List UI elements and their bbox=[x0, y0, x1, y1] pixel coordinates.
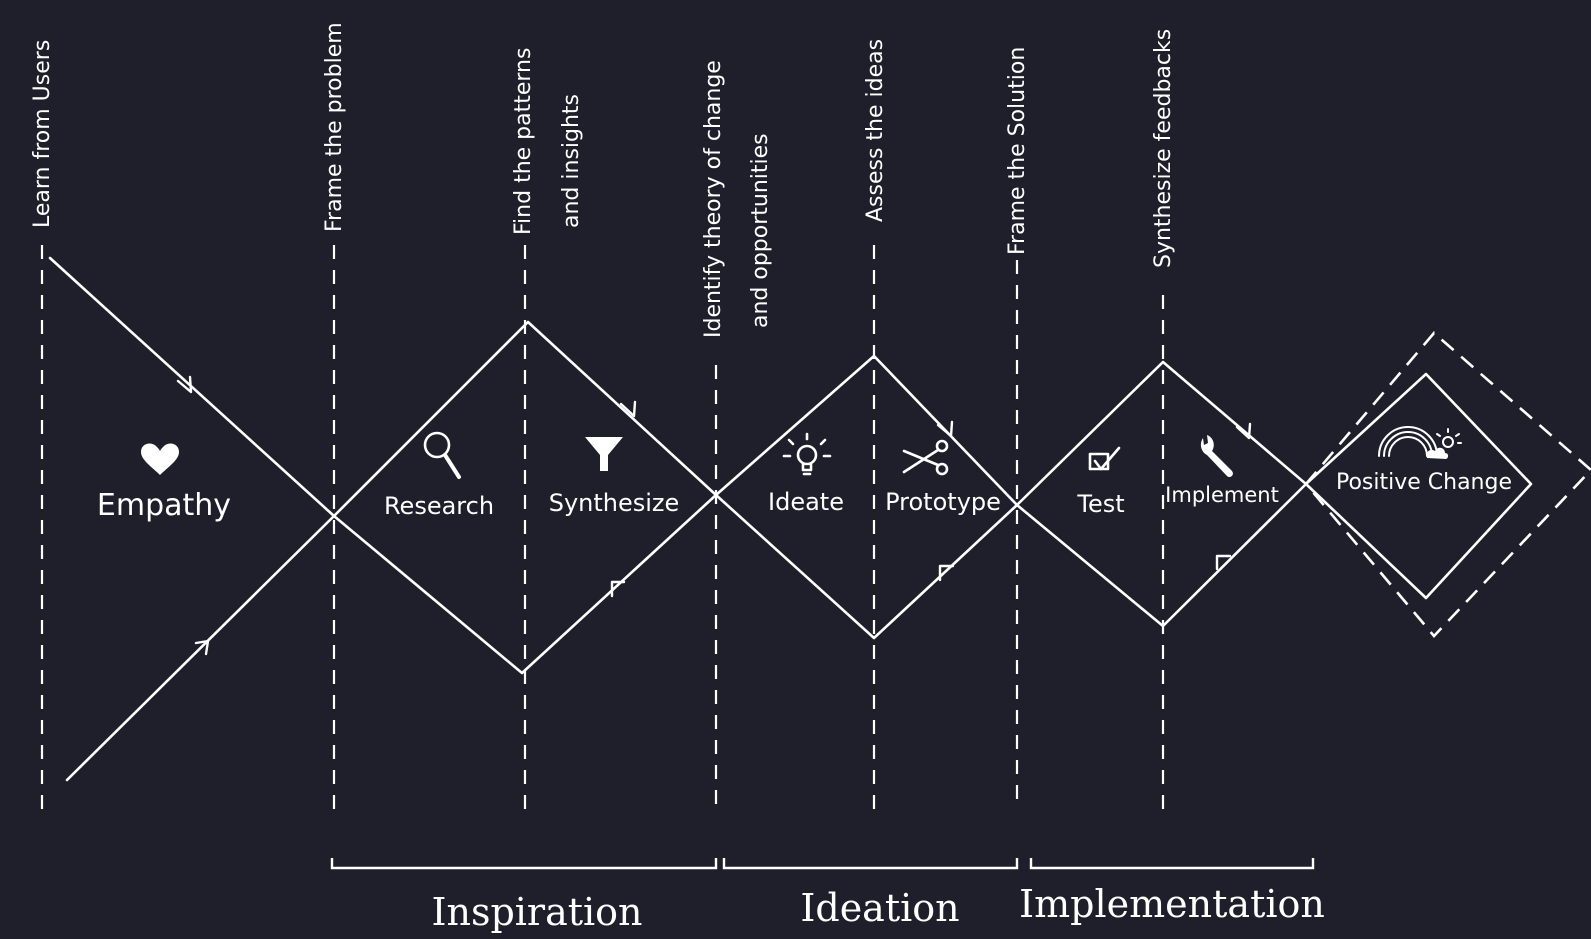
ideation-label: Ideation bbox=[800, 886, 959, 930]
stage-labels: Empathy Research Synthesize Ideate Proto… bbox=[97, 470, 1512, 523]
arrow-synthesize-top bbox=[619, 400, 637, 418]
guide-label-assess: Assess the ideas bbox=[863, 39, 888, 222]
implementation-bracket bbox=[1029, 858, 1315, 870]
lightbulb-icon bbox=[782, 432, 832, 476]
synthesize-label: Synthesize bbox=[549, 489, 680, 517]
implement-label: Implement bbox=[1165, 483, 1279, 507]
guide-label-frame-solution: Frame the Solution bbox=[1005, 47, 1030, 255]
arrow-synthesize-bottom bbox=[610, 580, 626, 598]
guide-label-theory-2: and opportunities bbox=[748, 133, 773, 328]
guide-label-patterns: Find the patterns bbox=[511, 48, 536, 235]
inspiration-bracket bbox=[330, 858, 718, 870]
implementation-label: Implementation bbox=[1019, 882, 1325, 926]
arrow-implement-bottom bbox=[1215, 554, 1232, 571]
test-label: Test bbox=[1076, 490, 1124, 518]
phase-labels: Inspiration Ideation Implementation bbox=[431, 882, 1324, 934]
empathy-label: Empathy bbox=[97, 488, 231, 523]
positive-change-diamond bbox=[1304, 372, 1533, 600]
guide-labels: Learn from Users Frame the problem Find … bbox=[30, 22, 1176, 338]
scissors-icon bbox=[902, 439, 949, 476]
diamond-shapes bbox=[48, 256, 1591, 782]
funnel-icon bbox=[585, 437, 623, 471]
guide-label-theory: Identify theory of change bbox=[701, 60, 726, 338]
ideation-bracket bbox=[722, 858, 1019, 870]
guide-label-learn: Learn from Users bbox=[30, 40, 55, 228]
guide-label-patterns-2: and insights bbox=[559, 94, 584, 228]
magnifier-icon bbox=[423, 431, 461, 479]
phase-brackets bbox=[330, 858, 1315, 870]
inspiration-label: Inspiration bbox=[431, 890, 642, 934]
arrow-prototype-bottom bbox=[938, 564, 955, 582]
flow-arrows bbox=[176, 375, 1252, 656]
guide-label-frame-problem: Frame the problem bbox=[322, 22, 347, 232]
wrench-icon bbox=[1200, 435, 1233, 478]
arrow-prototype-top bbox=[936, 420, 954, 438]
arrow-empathy-bottom bbox=[194, 639, 210, 656]
prototype-label: Prototype bbox=[885, 488, 1001, 516]
research-label: Research bbox=[384, 492, 494, 520]
rainbow-icon bbox=[1378, 426, 1462, 459]
arrow-implement-top bbox=[1235, 422, 1252, 440]
checkbox-icon bbox=[1088, 446, 1121, 471]
positive-change-label: Positive Change bbox=[1336, 470, 1512, 495]
guide-label-feedbacks: Synthesize feedbacks bbox=[1151, 29, 1176, 268]
heart-icon bbox=[141, 443, 179, 475]
arrow-empathy-top bbox=[176, 375, 193, 394]
guide-lines bbox=[40, 245, 1165, 810]
ideate-label: Ideate bbox=[768, 488, 844, 516]
positive-change-dashed-diamond bbox=[1304, 331, 1591, 638]
